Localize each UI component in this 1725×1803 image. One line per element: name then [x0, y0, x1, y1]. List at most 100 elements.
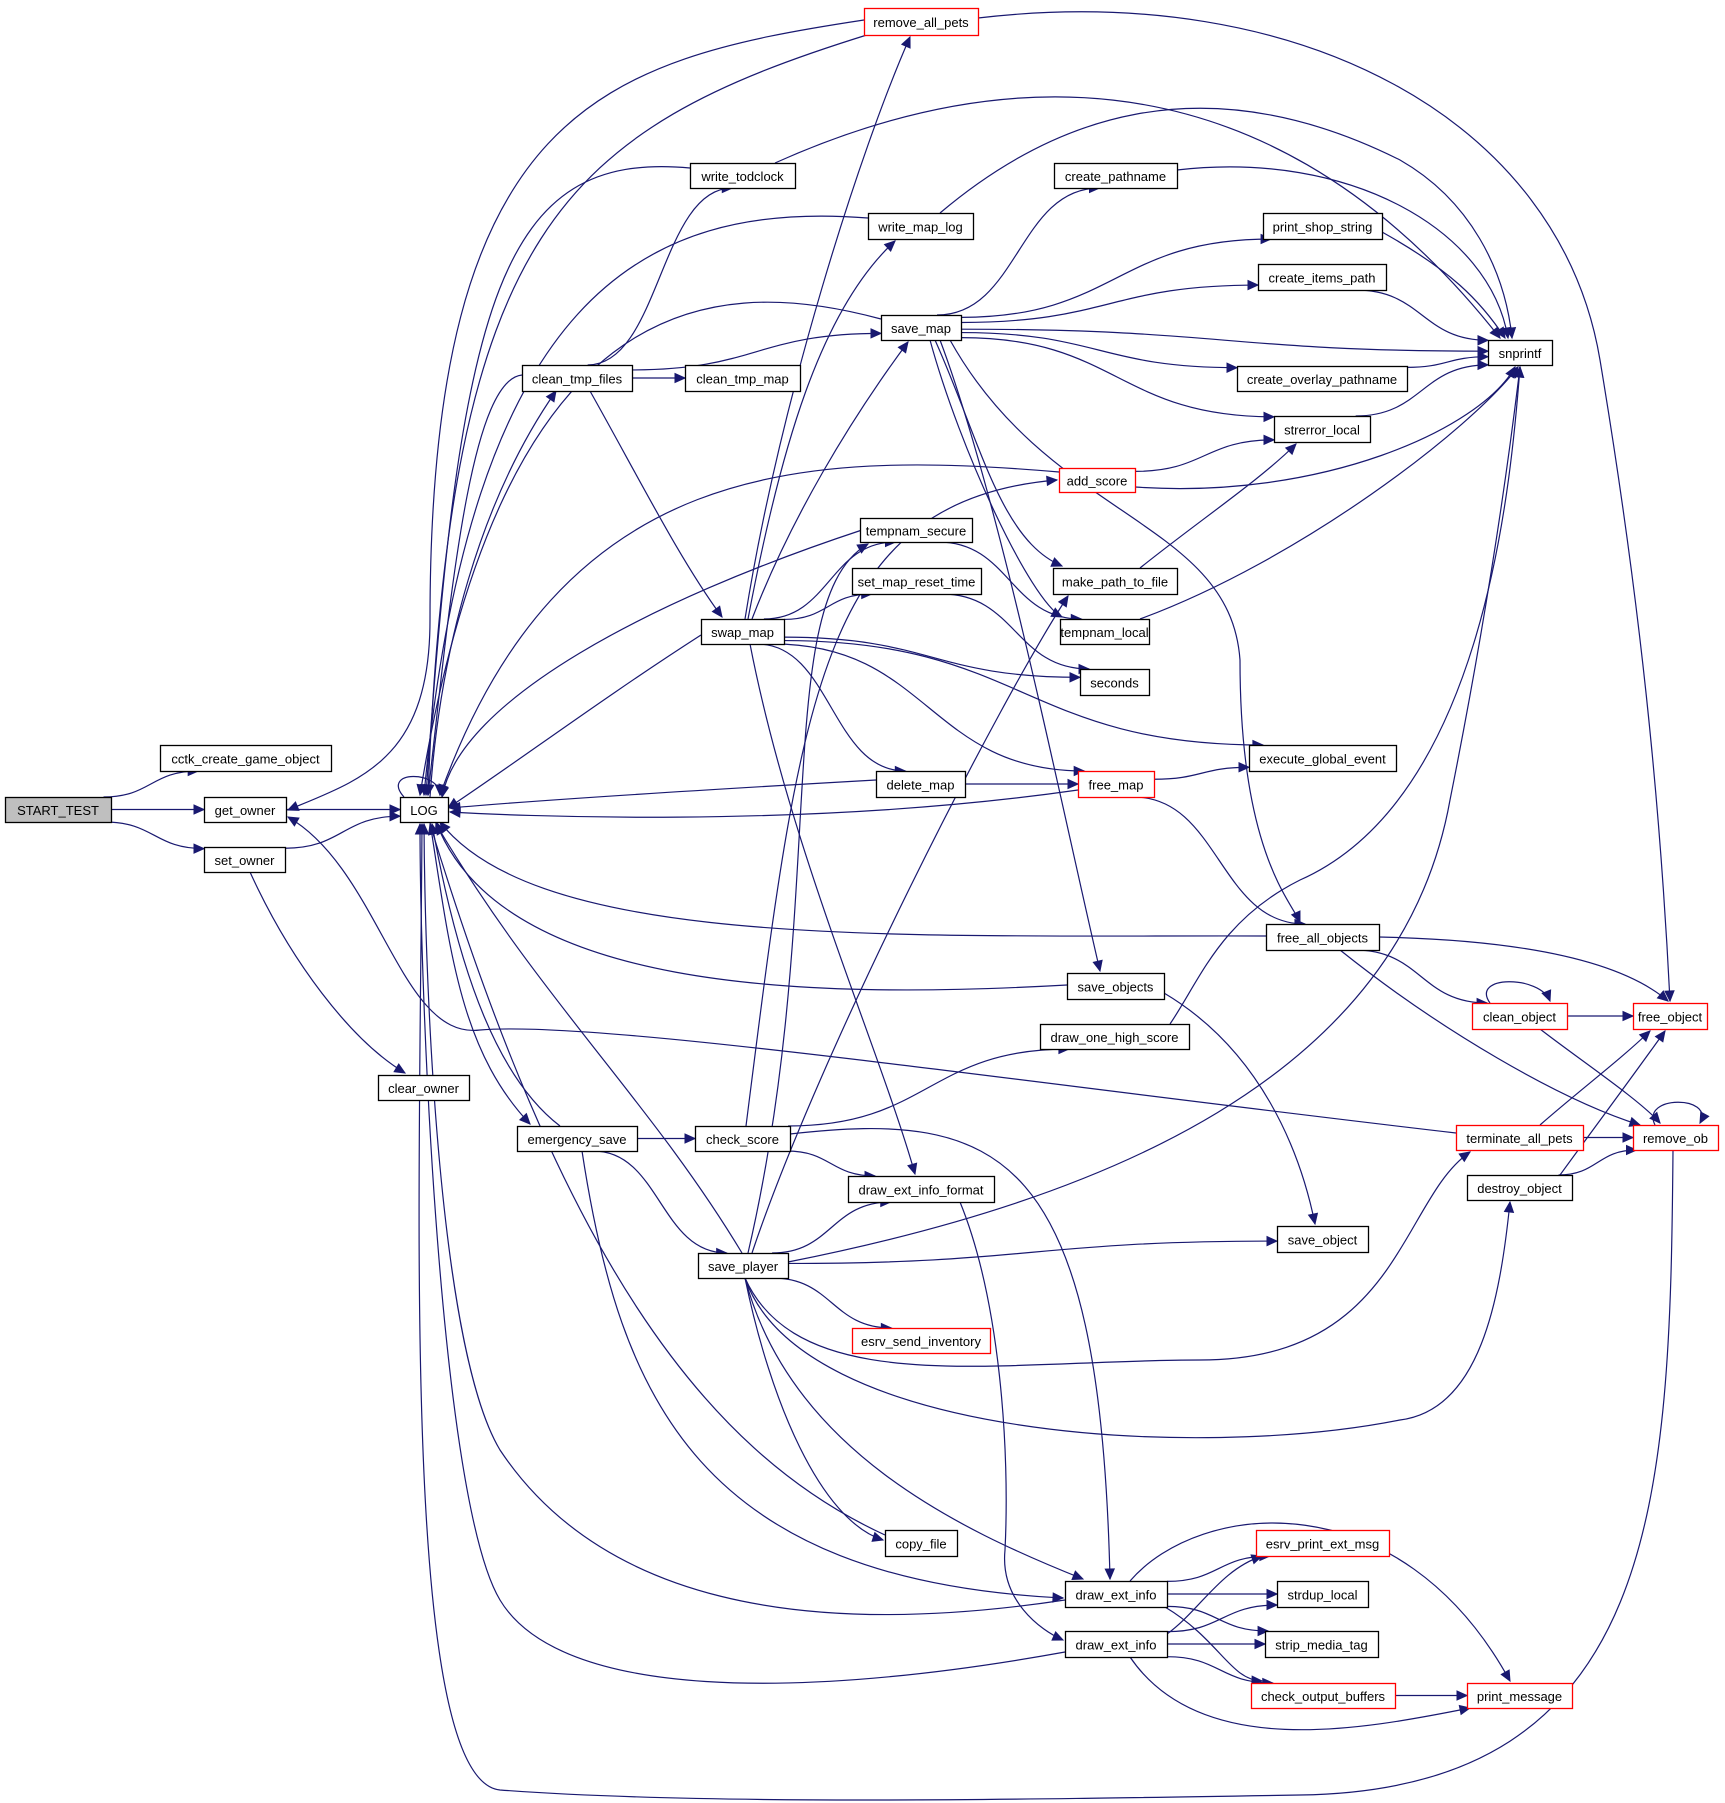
- node-esrv-print-ext-msg[interactable]: esrv_print_ext_msg: [1255, 1529, 1391, 1558]
- node-save-map[interactable]: save_map: [880, 314, 963, 342]
- node-tempnam-local[interactable]: tempnam_local: [1059, 618, 1151, 646]
- edge-line: [104, 821, 205, 850]
- node-delete-map[interactable]: delete_map: [875, 770, 967, 799]
- node-box: [203, 846, 287, 874]
- arrowhead-icon: [1477, 335, 1490, 346]
- edge-line: [435, 823, 743, 1254]
- node-box: [203, 796, 288, 824]
- node-copy-file[interactable]: copy_file: [884, 1529, 959, 1558]
- node-label: START_TEST: [17, 803, 99, 818]
- node-terminate-all-pets[interactable]: terminate_all_pets: [1455, 1124, 1585, 1152]
- node-esrv-send-inventory[interactable]: esrv_send_inventory: [851, 1327, 992, 1355]
- arrowhead-icon: [193, 843, 206, 854]
- node-clean-object[interactable]: clean_object: [1471, 1002, 1569, 1031]
- node-check-score[interactable]: check_score: [694, 1125, 792, 1153]
- node-start-test[interactable]: START_TEST: [4, 796, 113, 824]
- edge-line: [939, 339, 1101, 972]
- node-strip-media-tag[interactable]: strip_media_tag: [1264, 1630, 1380, 1659]
- node-clean-tmp-map[interactable]: clean_tmp_map: [684, 364, 802, 393]
- edge-add-score-to-strerror-local: [1134, 434, 1276, 472]
- edge-free-map-to-log: [448, 789, 1079, 818]
- node-seconds[interactable]: seconds: [1079, 668, 1151, 697]
- node-box: [4, 796, 113, 824]
- node-make-path-to-file[interactable]: make_path_to_file: [1052, 567, 1179, 596]
- node-label: clear_owner: [388, 1081, 459, 1096]
- node-remove-ob[interactable]: remove_ob: [1632, 1124, 1720, 1152]
- node-emergency-save[interactable]: emergency_save: [516, 1125, 639, 1153]
- node-box: [689, 162, 797, 190]
- edge-copy-file-to-log: [428, 822, 886, 1536]
- node-remove-all-pets[interactable]: remove_all_pets: [863, 7, 980, 37]
- node-box: [1250, 1682, 1397, 1710]
- node-swap-map[interactable]: swap_map: [700, 618, 786, 646]
- node-create-pathname[interactable]: create_pathname: [1053, 162, 1179, 190]
- node-draw-ext-info-format[interactable]: draw_ext_info_format: [847, 1175, 996, 1204]
- node-strdup-local[interactable]: strdup_local: [1276, 1580, 1370, 1609]
- edge-line: [960, 331, 1238, 369]
- node-box: [1079, 668, 1151, 697]
- arrowhead-icon: [1622, 1010, 1635, 1022]
- node-label: write_map_log: [877, 220, 963, 235]
- edge-remove-ob-to-log: [416, 822, 1674, 1801]
- edge-line: [427, 374, 523, 796]
- node-check-output-buffers[interactable]: check_output_buffers: [1250, 1682, 1397, 1710]
- node-draw-one-high-score[interactable]: draw_one_high_score: [1039, 1023, 1191, 1051]
- arrowhead-icon: [286, 801, 300, 811]
- edge-save-player-to-destroy-object: [744, 1200, 1515, 1439]
- node-write-map-log[interactable]: write_map_log: [867, 212, 975, 241]
- node-tempnam-secure[interactable]: tempnam_secure: [859, 517, 974, 544]
- node-label: free_object: [1638, 1010, 1703, 1025]
- node-save-objects[interactable]: save_objects: [1066, 972, 1166, 1001]
- node-print-shop-string[interactable]: print_shop_string: [1262, 212, 1384, 241]
- node-create-overlay-pathname[interactable]: create_overlay_pathname: [1236, 365, 1409, 393]
- node-write-todclock[interactable]: write_todclock: [689, 162, 797, 190]
- node-log[interactable]: LOG: [399, 796, 450, 824]
- node-label: LOG: [410, 803, 437, 818]
- edge-swap-map-to-execute-global-event: [783, 639, 1265, 751]
- node-box: [884, 1529, 959, 1558]
- node-label: create_items_path: [1269, 271, 1376, 286]
- node-cctk-create-game-object[interactable]: cctk_create_game_object: [159, 744, 333, 773]
- node-draw-ext-info-1[interactable]: draw_ext_info: [1064, 1580, 1169, 1609]
- edge-clean-tmp-files-to-clean-tmp-map: [631, 372, 687, 384]
- arrowhead-icon: [1626, 1144, 1638, 1156]
- edge-line: [977, 11, 1671, 1002]
- node-snprintf[interactable]: snprintf: [1487, 339, 1554, 367]
- edge-line: [1378, 936, 1669, 1002]
- node-free-all-objects[interactable]: free_all_objects: [1265, 923, 1381, 952]
- node-free-object[interactable]: free_object: [1632, 1002, 1709, 1031]
- edge-line: [934, 339, 1063, 567]
- edge-save-player-to-log: [435, 822, 743, 1254]
- node-save-player[interactable]: save_player: [697, 1252, 790, 1280]
- arrowhead-icon: [389, 810, 402, 822]
- node-get-owner[interactable]: get_owner: [203, 796, 288, 824]
- edge-draw-ext-info-1-to-strdup-local: [1166, 1588, 1279, 1600]
- node-clear-owner[interactable]: clear_owner: [377, 1074, 471, 1102]
- node-print-message[interactable]: print_message: [1466, 1682, 1574, 1710]
- edge-check-score-to-draw-ext-info-1: [789, 1127, 1116, 1581]
- node-destroy-object[interactable]: destroy_object: [1466, 1174, 1574, 1202]
- edge-line: [419, 823, 1066, 1684]
- node-add-score[interactable]: add_score: [1058, 467, 1137, 494]
- edge-line: [1486, 981, 1551, 1004]
- node-save-object[interactable]: save_object: [1276, 1225, 1370, 1254]
- node-draw-ext-info-2[interactable]: draw_ext_info: [1064, 1630, 1169, 1659]
- node-create-items-path[interactable]: create_items_path: [1257, 263, 1388, 292]
- edge-free-all-objects-to-log: [439, 821, 1267, 937]
- node-label: create_pathname: [1065, 169, 1166, 184]
- node-box: [1064, 1580, 1169, 1609]
- arrowhead-icon: [1257, 1625, 1270, 1637]
- edge-line: [1134, 439, 1275, 472]
- node-clean-tmp-files[interactable]: clean_tmp_files: [521, 364, 634, 393]
- node-set-map-reset-time[interactable]: set_map_reset_time: [851, 567, 983, 596]
- edge-line: [783, 639, 1263, 746]
- edge-swap-map-to-delete-map: [757, 643, 907, 777]
- node-execute-global-event[interactable]: execute_global_event: [1248, 744, 1398, 773]
- node-free-map[interactable]: free_map: [1077, 770, 1156, 799]
- edge-save-map-to-create-items-path: [960, 279, 1260, 324]
- node-strerror-local[interactable]: strerror_local: [1273, 415, 1372, 444]
- edge-line: [1558, 1149, 1637, 1176]
- edge-line: [1129, 1656, 1471, 1731]
- node-set-owner[interactable]: set_owner: [203, 846, 287, 874]
- edge-save-player-to-make-path-to-file: [751, 594, 1069, 1254]
